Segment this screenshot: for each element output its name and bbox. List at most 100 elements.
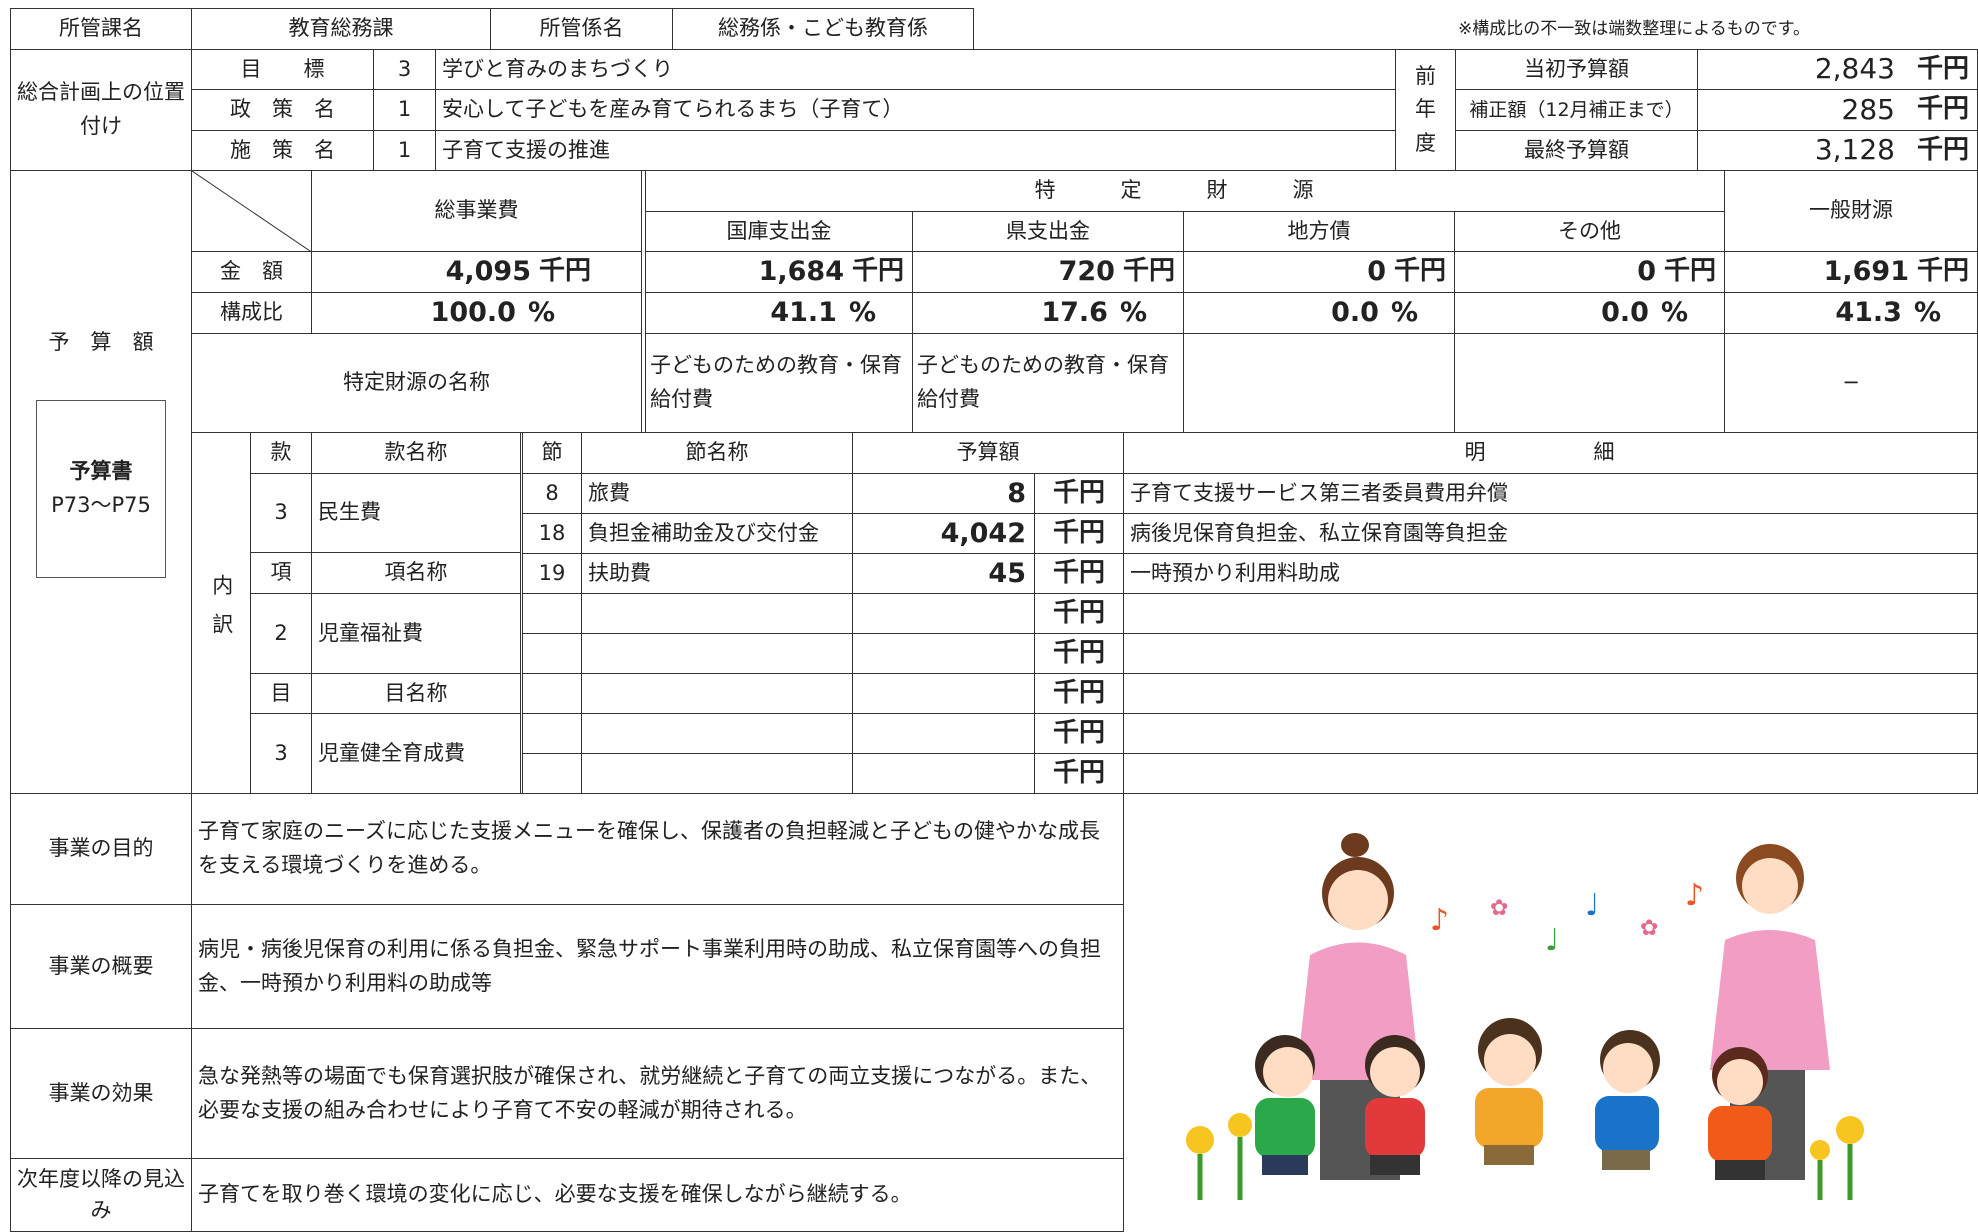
budget-label: 予 算 額 [48, 330, 154, 355]
moku-name-label: 目名称 [311, 673, 521, 714]
budget-book-box: 予算書 P73〜P75 [36, 399, 166, 578]
row-unit: 千円 [1034, 473, 1124, 514]
row-unit-text: 千円 [1052, 637, 1105, 668]
row-detail [1123, 753, 1978, 794]
kan-label: 款 [250, 432, 312, 474]
row-setsu-num [522, 753, 582, 794]
row-amount: 45 [852, 553, 1035, 594]
ratio-cell: 41.1% [645, 292, 913, 334]
dept-value: 教育総務課 [191, 8, 491, 50]
row-unit: 千円 [1034, 713, 1124, 754]
row-amount-value: 4,042 [940, 517, 1026, 549]
prev-year-label: 前年度 [1395, 49, 1456, 171]
ratio-cell: 0.0% [1454, 292, 1725, 334]
row-unit: 千円 [1034, 513, 1124, 554]
kou-name-label: 項名称 [311, 552, 521, 594]
kou-name: 児童福祉費 [311, 593, 521, 674]
row-setsu-num [522, 673, 582, 714]
plan-row-text: 学びと育みのまちづくり [435, 49, 1396, 90]
row-setsu-num: 8 [522, 473, 582, 514]
effect-label: 事業の効果 [10, 1028, 192, 1159]
row-unit-text: 千円 [1052, 557, 1105, 588]
plan-label: 総合計画上の位置付け [10, 49, 192, 171]
specific-label: 特 定 財 源 [645, 170, 1725, 212]
row-detail: 子育て支援サービス第三者委員費用弁償 [1123, 473, 1978, 514]
note-text: ※構成比の不一致は端数整理によるものです。 [1458, 19, 1811, 39]
source-name-cell [1183, 333, 1455, 433]
moku-num: 3 [250, 713, 312, 794]
section-value: 総務係・こども教育係 [672, 8, 974, 50]
prev-row-label: 当初予算額 [1455, 49, 1698, 90]
col-header: 県支出金 [912, 211, 1184, 252]
general-label: 一般財源 [1724, 170, 1978, 252]
kan-name-label: 款名称 [311, 432, 521, 474]
row-amount [852, 753, 1035, 794]
diagonal-line [192, 171, 311, 251]
row-setsu-name [581, 753, 853, 794]
row-unit: 千円 [1034, 633, 1124, 674]
row-setsu-num [522, 633, 582, 674]
plan-row-num: 3 [373, 49, 436, 90]
source-name-cell: 子どものための教育・保育給付費 [645, 333, 913, 433]
detail-label: 明 細 [1123, 432, 1978, 474]
svg-text:♩: ♩ [1545, 923, 1559, 958]
setsu-name-label: 節名称 [581, 432, 853, 474]
row-amount-value: 8 [1007, 477, 1026, 509]
row-setsu-name [581, 673, 853, 714]
row-unit: 千円 [1034, 553, 1124, 594]
row-detail [1123, 633, 1978, 674]
overview-text: 病児・病後児保育の利用に係る負担金、緊急サポート事業利用時の助成、私立保育園等へ… [191, 904, 1124, 1029]
overview-label: 事業の概要 [10, 904, 192, 1029]
future-label: 次年度以降の見込み [10, 1158, 192, 1232]
plan-row-text: 安心して子どもを産み育てられるまち（子育て） [435, 89, 1396, 131]
svg-text:♩: ♩ [1585, 888, 1599, 923]
plan-row-label: 政 策 名 [191, 89, 374, 131]
row-setsu-name: 旅費 [581, 473, 853, 514]
row-amount [852, 633, 1035, 674]
teachers-and-children-illustration: ♪ ✿ ♩ ♩ ✿ ♪ [1186, 833, 1864, 1200]
amount-label: 金 額 [191, 251, 312, 293]
row-setsu-name [581, 633, 853, 674]
moku-label: 目 [250, 673, 312, 714]
budget-book-pages: P73〜P75 [51, 492, 151, 517]
row-setsu-num [522, 713, 582, 754]
row-unit-text: 千円 [1052, 717, 1105, 748]
row-detail: 病後児保育負担金、私立保育園等負担金 [1123, 513, 1978, 554]
ratio-cell: 17.6% [912, 292, 1184, 334]
row-unit-text: 千円 [1052, 757, 1105, 788]
dept-label: 所管課名 [10, 8, 192, 50]
plan-row-label: 目 標 [191, 49, 374, 90]
row-unit-text: 千円 [1052, 477, 1105, 508]
source-name-cell [1454, 333, 1725, 433]
row-detail: 一時預かり利用料助成 [1123, 553, 1978, 594]
svg-text:✿: ✿ [1490, 896, 1508, 921]
breakdown-amount-label: 予算額 [852, 432, 1124, 474]
budget-book-label: 予算書 [69, 459, 133, 484]
row-setsu-name: 負担金補助金及び交付金 [581, 513, 853, 554]
row-detail [1123, 593, 1978, 634]
plan-row-num: 1 [373, 89, 436, 131]
col-header: 地方債 [1183, 211, 1455, 252]
moku-name: 児童健全育成費 [311, 713, 521, 794]
kan-name: 民生費 [311, 473, 521, 553]
ratio-label: 構成比 [191, 292, 312, 334]
ratio-cell: 0.0% [1183, 292, 1455, 334]
budget-label-block: 予 算 額 予算書 P73〜P75 [10, 170, 192, 794]
general-ratio: 41.3% [1724, 292, 1978, 334]
row-detail [1123, 713, 1978, 754]
diagonal-header [191, 170, 312, 252]
prev-row-label: 補正額（12月補正まで） [1455, 89, 1698, 131]
general-source-name: − [1724, 333, 1978, 433]
row-unit: 千円 [1034, 753, 1124, 794]
row-amount [852, 593, 1035, 634]
purpose-label: 事業の目的 [10, 793, 192, 905]
source-name-label: 特定財源の名称 [191, 333, 642, 433]
total-label: 総事業費 [311, 170, 642, 252]
row-unit: 千円 [1034, 593, 1124, 634]
row-unit: 千円 [1034, 673, 1124, 714]
